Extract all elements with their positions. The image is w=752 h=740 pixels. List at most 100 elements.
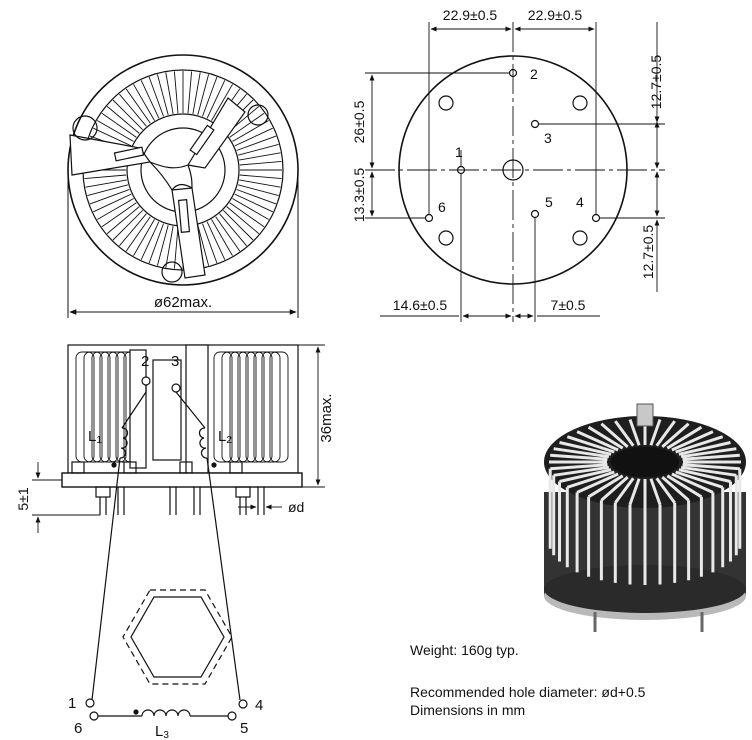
side-view: [61, 344, 303, 515]
schematic: [85, 376, 248, 721]
side-winding-loop: [229, 351, 249, 463]
winding-turn: [229, 202, 265, 228]
photo-winding-turn: [553, 465, 610, 477]
polarity-dot-l1: [111, 462, 117, 468]
photo-winding-turn: [587, 425, 624, 450]
photo-winding-turn: [576, 472, 619, 494]
winding-turn: [148, 76, 164, 117]
side-winding-loop: [269, 351, 289, 463]
core-window: [152, 359, 182, 461]
mount-hole-tl: [438, 95, 454, 111]
winding-turn: [234, 193, 273, 213]
winding-turn: [119, 93, 147, 127]
pad-right: [247, 104, 269, 126]
photo-winding-turn: [675, 470, 724, 489]
photo-winding-turn: [678, 441, 731, 456]
winding-turn: [97, 120, 134, 142]
winding-turn: [87, 184, 129, 197]
side-winding-loop: [83, 351, 103, 463]
winding-turn: [234, 127, 273, 147]
winding-turn: [165, 72, 174, 114]
inductor-l2-label: L2: [218, 428, 232, 446]
separator-center: [149, 161, 193, 192]
footprint-pin-1: 1: [455, 144, 463, 160]
footprint-pin-3: 3: [544, 130, 552, 146]
winding-turn: [206, 80, 226, 119]
pin-tab-right: [189, 124, 215, 156]
winding-turn: [97, 198, 134, 220]
photo-winding-turn: [649, 478, 662, 506]
dim-x-left: 22.9±0.5: [443, 7, 498, 23]
winding-turn: [156, 224, 169, 266]
photo-winding-turn: [600, 422, 629, 449]
standoff-2: [123, 461, 137, 474]
pad-bottom: [161, 261, 183, 283]
winding-turn: [237, 184, 279, 197]
schem-pin-6: 6: [74, 720, 82, 737]
photo-tab: [636, 403, 654, 427]
winding-turn: [93, 193, 132, 213]
pin-hole-5: [530, 209, 540, 219]
winding-turn: [236, 189, 277, 205]
winding-turn: [119, 213, 147, 247]
winding-turn: [133, 219, 155, 256]
base-plate: [61, 472, 303, 488]
schem-terminal-1: [85, 698, 95, 708]
inductor-l2-coil: [198, 427, 208, 459]
mount-hole-br: [572, 230, 588, 246]
footprint-centerlines: [365, 22, 665, 322]
winding-turn: [101, 112, 137, 138]
hole-note: Recommended hole diameter: ød+0.5: [410, 684, 646, 700]
winding-turn: [206, 221, 226, 260]
winding-turn: [84, 174, 127, 180]
photo-winding-turn: [655, 420, 676, 447]
winding-turn: [133, 84, 155, 121]
winding-turn: [112, 99, 144, 131]
schem-terminal-5: [227, 711, 237, 721]
weight-note: Weight: 160g typ.: [410, 642, 519, 658]
photo-windings: [548, 418, 742, 585]
inductor-l3-label: L3: [155, 723, 169, 740]
schematic-labels: 2 3 1 4 6 5 L1 L2 L3: [68, 353, 263, 740]
coil-body: [67, 344, 299, 474]
winding-turn: [237, 143, 279, 156]
winding-turn: [229, 112, 265, 138]
photo-winding-turn: [600, 475, 629, 502]
photo-winding-turn: [671, 472, 714, 494]
pin-hole-4: [591, 213, 601, 223]
standoff-3: [179, 461, 193, 474]
winding-turn: [239, 160, 282, 166]
winding-turn: [187, 71, 193, 114]
winding-turn: [202, 76, 218, 117]
winding-turn: [89, 189, 130, 205]
schem-terminal-4: [238, 699, 248, 709]
side-winding-loop: [245, 351, 265, 463]
inductor-l1-label: L1: [88, 428, 102, 446]
winding-turn: [239, 174, 282, 180]
winding-turn: [125, 88, 151, 124]
side-winding-loop: [91, 351, 111, 463]
winding-turn: [219, 213, 247, 247]
schem-terminal-6: [89, 711, 99, 721]
winding-turn: [197, 224, 210, 266]
winding-turn: [85, 179, 127, 188]
height-label: 36max.: [318, 393, 335, 442]
winding-turn: [165, 226, 174, 268]
photo-winding-turn: [661, 422, 690, 449]
photo-winding-turn: [628, 478, 641, 506]
footprint-pin-6: 6: [438, 199, 446, 215]
side-winding-loop: [253, 351, 273, 463]
winding-turn: [222, 209, 254, 241]
core-hexagon-outer: [122, 589, 233, 685]
photo-winding-turn: [671, 430, 714, 452]
mount-hole-tr: [572, 95, 588, 111]
pin-hole-3: [530, 119, 540, 129]
outer-outline: [67, 54, 299, 286]
footprint-pin-4: 4: [576, 194, 584, 210]
pin-tab-left: [113, 146, 145, 162]
winding-turn: [173, 71, 179, 114]
winding-turn: [232, 198, 269, 220]
top-view: [67, 54, 299, 286]
side-winding-loop: [75, 351, 95, 463]
